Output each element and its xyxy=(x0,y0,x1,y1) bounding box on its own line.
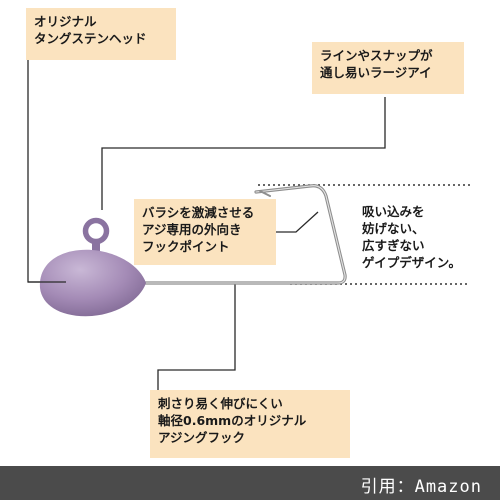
leader-eye xyxy=(101,97,386,210)
source-credit: 引用：Amazon xyxy=(360,477,482,497)
leader-point xyxy=(276,211,319,233)
hook-wire xyxy=(103,184,347,285)
label-hook-wire: 刺さり易く伸びにくい 軸径0.6mmのオリジナル アジングフック xyxy=(150,390,350,458)
label-hook-point: バラシを激減させる アジ専用の外向き フックポイント xyxy=(134,199,276,265)
label-large-eye: ラインやスナップが 通し易いラージアイ xyxy=(312,42,464,94)
footer-bar: 引用：Amazon xyxy=(0,466,500,500)
line-eye xyxy=(82,217,110,256)
leader-hook xyxy=(157,284,236,392)
label-gape-design: 吸い込みを 妨げない、 広すぎない ゲイプデザイン。 xyxy=(362,204,462,270)
label-tungsten-head: オリジナル タングステンヘッド xyxy=(26,8,176,60)
tungsten-head xyxy=(28,249,146,317)
leader-head xyxy=(27,58,66,283)
